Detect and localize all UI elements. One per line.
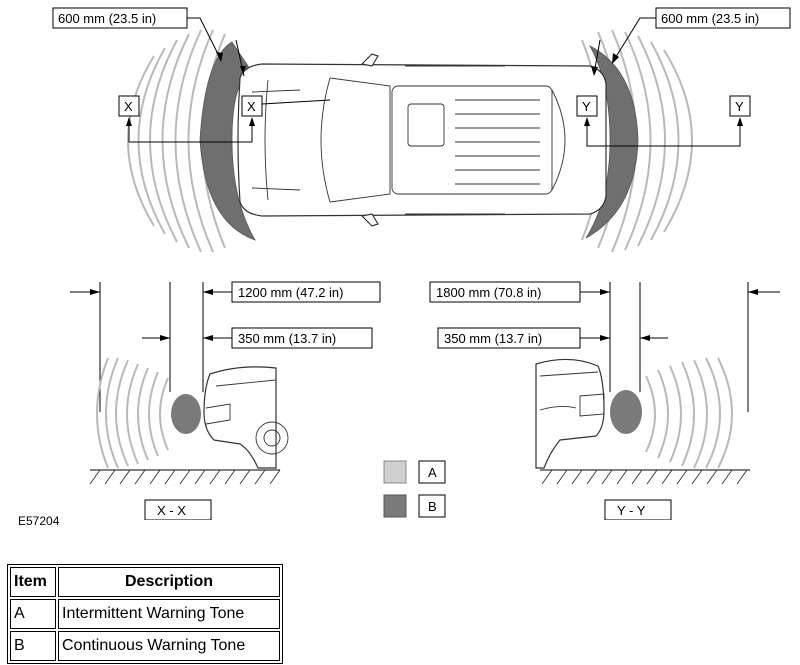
- key-letter-b: B: [428, 499, 437, 514]
- front-zone-arcs: [127, 29, 226, 253]
- x-outer-distance-label: 1200 mm (47.2 in): [238, 285, 344, 300]
- vehicle-top-view: [237, 53, 607, 227]
- x-section-title: X - X: [157, 503, 186, 518]
- section-y-outer-label: Y: [735, 99, 744, 114]
- y-section-title-box: [604, 499, 672, 520]
- key-letter-a-box: [418, 460, 446, 484]
- shade-key: A B: [383, 460, 446, 518]
- vehicle-front-profile: [203, 366, 289, 469]
- y-zone-arcs: [645, 357, 733, 469]
- section-x-inner-box: [241, 95, 263, 117]
- table-cell-description: Intermittent Warning Tone: [58, 599, 280, 629]
- table-header-item: Item: [10, 567, 56, 597]
- section-y-inner-box: [576, 95, 598, 117]
- section-x: 1200 mm (47.2 in) 350 mm (13.7 in): [70, 281, 381, 520]
- y-outer-distance-label: 1800 mm (70.8 in): [436, 285, 542, 300]
- key-swatch-a: [383, 460, 407, 484]
- vehicle-rear-profile: [535, 358, 605, 469]
- section-y: 1800 mm (70.8 in) 350 mm (13.7 in): [429, 281, 780, 520]
- key-letter-b-box: [418, 494, 446, 518]
- x-continuous-zone: [171, 394, 201, 434]
- parking-sensor-diagram: 600 mm (23.5 in) 600 mm (23.5 in) X X Y …: [52, 7, 791, 520]
- table-header-row: Item Description: [10, 567, 280, 597]
- legend-table: Item Description A Intermittent Warning …: [7, 564, 283, 664]
- x-ground-hatch: [89, 469, 281, 485]
- table-cell-item: B: [10, 631, 56, 661]
- x-inner-distance-box: [231, 327, 373, 349]
- section-x-outer-box: [118, 95, 140, 117]
- top-view: 600 mm (23.5 in) 600 mm (23.5 in) X X Y …: [52, 7, 791, 253]
- rear-distance-label: 600 mm (23.5 in): [661, 11, 759, 26]
- x-inner-distance-label: 350 mm (13.7 in): [238, 331, 336, 346]
- table-header-description: Description: [58, 567, 280, 597]
- section-y-inner-label: Y: [582, 99, 591, 114]
- key-swatch-b: [383, 494, 407, 518]
- y-outer-distance-box: [429, 281, 581, 303]
- front-continuous-zone: [199, 41, 256, 241]
- table-row: A Intermittent Warning Tone: [10, 599, 280, 629]
- rear-continuous-zone: [585, 45, 639, 239]
- x-section-title-box: [144, 499, 212, 520]
- y-inner-distance-label: 350 mm (13.7 in): [444, 331, 542, 346]
- y-inner-distance-box: [437, 327, 581, 349]
- y-ground-hatch: [541, 469, 748, 485]
- table-row: B Continuous Warning Tone: [10, 631, 280, 661]
- figure-id: E57204: [18, 514, 60, 528]
- section-y-outer-box: [729, 95, 751, 117]
- key-letter-a: A: [428, 465, 437, 480]
- table-cell-item: A: [10, 599, 56, 629]
- y-continuous-zone: [610, 390, 642, 434]
- section-x-inner-label: X: [247, 99, 256, 114]
- front-distance-label: 600 mm (23.5 in): [58, 11, 156, 26]
- y-section-title: Y - Y: [617, 503, 646, 518]
- x-zone-arcs: [96, 357, 169, 469]
- table-cell-description: Continuous Warning Tone: [58, 631, 280, 661]
- section-x-outer-label: X: [124, 99, 133, 114]
- x-outer-distance-box: [231, 281, 381, 303]
